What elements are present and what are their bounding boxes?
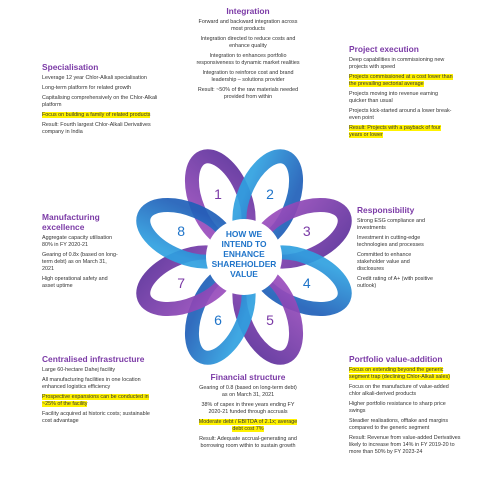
section-manufacturing-excellence: Manufacturing excellence Aggregate capac… — [42, 212, 118, 293]
highlighted-text: Projects commissioned at a cost lower th… — [349, 74, 453, 87]
section-item: Result: Projects with a payback of four … — [349, 125, 453, 139]
highlighted-text: Focus on building a family of related pr… — [42, 112, 151, 118]
center-label-line-4: SHAREHOLDER — [212, 259, 277, 269]
petal-number-7: 7 — [177, 275, 185, 291]
section-title: Responsibility — [357, 205, 415, 215]
section-item: Result: Adequate accrual-generating and … — [199, 436, 297, 449]
section-item: Facility acquired at historic costs; sus… — [42, 411, 150, 424]
petal-number-8: 8 — [177, 223, 185, 239]
section-item: Capitalising comprehensively on the Chlo… — [42, 95, 158, 108]
section-financial-structure: Financial structure Gearing of 0.8 (base… — [196, 372, 300, 453]
petal-group — [136, 149, 352, 365]
section-title: Portfolio value-addition — [349, 354, 443, 364]
section-item: Projects commissioned at a cost lower th… — [349, 74, 453, 88]
section-item: Aggregate capacity utilisation 80% in FY… — [42, 235, 113, 248]
section-item: Focus on building a family of related pr… — [42, 112, 160, 119]
petal-number-6: 6 — [214, 312, 222, 328]
petal-number-1: 1 — [214, 186, 222, 202]
section-item: Committed to enhance stakeholder value a… — [357, 252, 412, 272]
petal-number-5: 5 — [266, 312, 274, 328]
center-label-line-2: INTEND TO — [222, 239, 267, 249]
section-title: Financial structure — [210, 372, 286, 382]
section-title: Centralised infrastructure — [42, 354, 145, 364]
section-item: Large 60-hectare Dahej facility — [42, 367, 116, 373]
petal-number-4: 4 — [303, 275, 311, 291]
section-item: All manufacturing facilities in one loca… — [42, 377, 141, 390]
section-item: Investment in cutting-edge technologies … — [357, 235, 424, 248]
section-title: Integration — [226, 6, 270, 16]
section-centralised-infrastructure: Centralised infrastructure Large 60-hect… — [42, 354, 154, 428]
section-item: 38% of capex in three years ending FY 20… — [201, 402, 295, 415]
section-specialisation: Specialisation Leverage 12 year Chlor-Al… — [42, 62, 160, 139]
section-item: Focus on the manufacture of value-added … — [349, 384, 449, 397]
section-responsibility: Responsibility Strong ESG compliance and… — [357, 205, 433, 293]
section-title: Project execution — [349, 44, 419, 54]
petal-number-group: 1 2 3 4 5 6 7 8 — [177, 186, 311, 328]
section-item: High operational safety and asset uptime — [42, 276, 108, 289]
section-item: Long-term platform for related growth — [42, 85, 131, 91]
center-disc — [206, 219, 282, 295]
section-item: Result: ~50% of the raw materials needed… — [197, 87, 299, 100]
section-item: Credit rating of A+ (with positive outlo… — [357, 276, 433, 289]
section-item: Moderate debt / EBITDA of 2.1x; average … — [196, 419, 300, 433]
section-item: Result: Revenue from value-added Derivat… — [349, 435, 461, 455]
section-item: Steadier realisations, offtake and margi… — [349, 418, 449, 431]
center-label-line-3: ENHANCE — [223, 249, 265, 259]
section-title: Manufacturing excellence — [42, 212, 100, 232]
section-item: Gearing of 0.8x (based on long-term debt… — [42, 252, 118, 272]
section-item: Integration to reinforce cost and brand … — [202, 70, 294, 83]
section-item: Result: Fourth largest Chlor-Alkali Deri… — [42, 122, 151, 135]
section-integration: Integration Forward and backward integra… — [196, 6, 300, 104]
highlighted-text: Moderate debt / EBITDA of 2.1x; average … — [198, 419, 298, 432]
highlighted-text: Result: Projects with a payback of four … — [349, 125, 441, 138]
section-item: Strong ESG compliance and investments — [357, 218, 426, 231]
center-label-line-1: HOW WE — [226, 229, 263, 239]
section-item: Forward and backward integration across … — [198, 19, 298, 32]
highlighted-text: Prospective expansions can be conducted … — [42, 394, 149, 407]
section-item: Leverage 12 year Chlor-Alkali specialisa… — [42, 75, 147, 81]
section-portfolio-value-addition: Portfolio value-addition Focus on extend… — [349, 354, 461, 459]
section-item: Integration directed to reduce costs and… — [200, 36, 296, 49]
section-item: Focus on extending beyond the generic se… — [349, 367, 461, 381]
section-title: Specialisation — [42, 62, 99, 72]
petal-number-3: 3 — [303, 223, 311, 239]
section-item: Projects moving into revenue earning qui… — [349, 91, 438, 104]
section-project-execution: Project execution Deep capabilities in c… — [349, 44, 453, 142]
section-item: Prospective expansions can be conducted … — [42, 394, 154, 408]
petal-number-2: 2 — [266, 186, 274, 202]
section-item: Deep capabilities in commissioning new p… — [349, 57, 445, 70]
section-item: Projects kick-started around a lower bre… — [349, 108, 452, 121]
section-item: Gearing of 0.8 (based on long-term debt)… — [199, 385, 297, 398]
highlighted-text: Focus on extending beyond the generic se… — [349, 367, 450, 380]
section-item: Higher portfolio resistance to sharp pri… — [349, 401, 446, 414]
section-item: Integration to enhances portfolio respon… — [196, 53, 300, 66]
center-label-line-5: VALUE — [230, 269, 258, 279]
